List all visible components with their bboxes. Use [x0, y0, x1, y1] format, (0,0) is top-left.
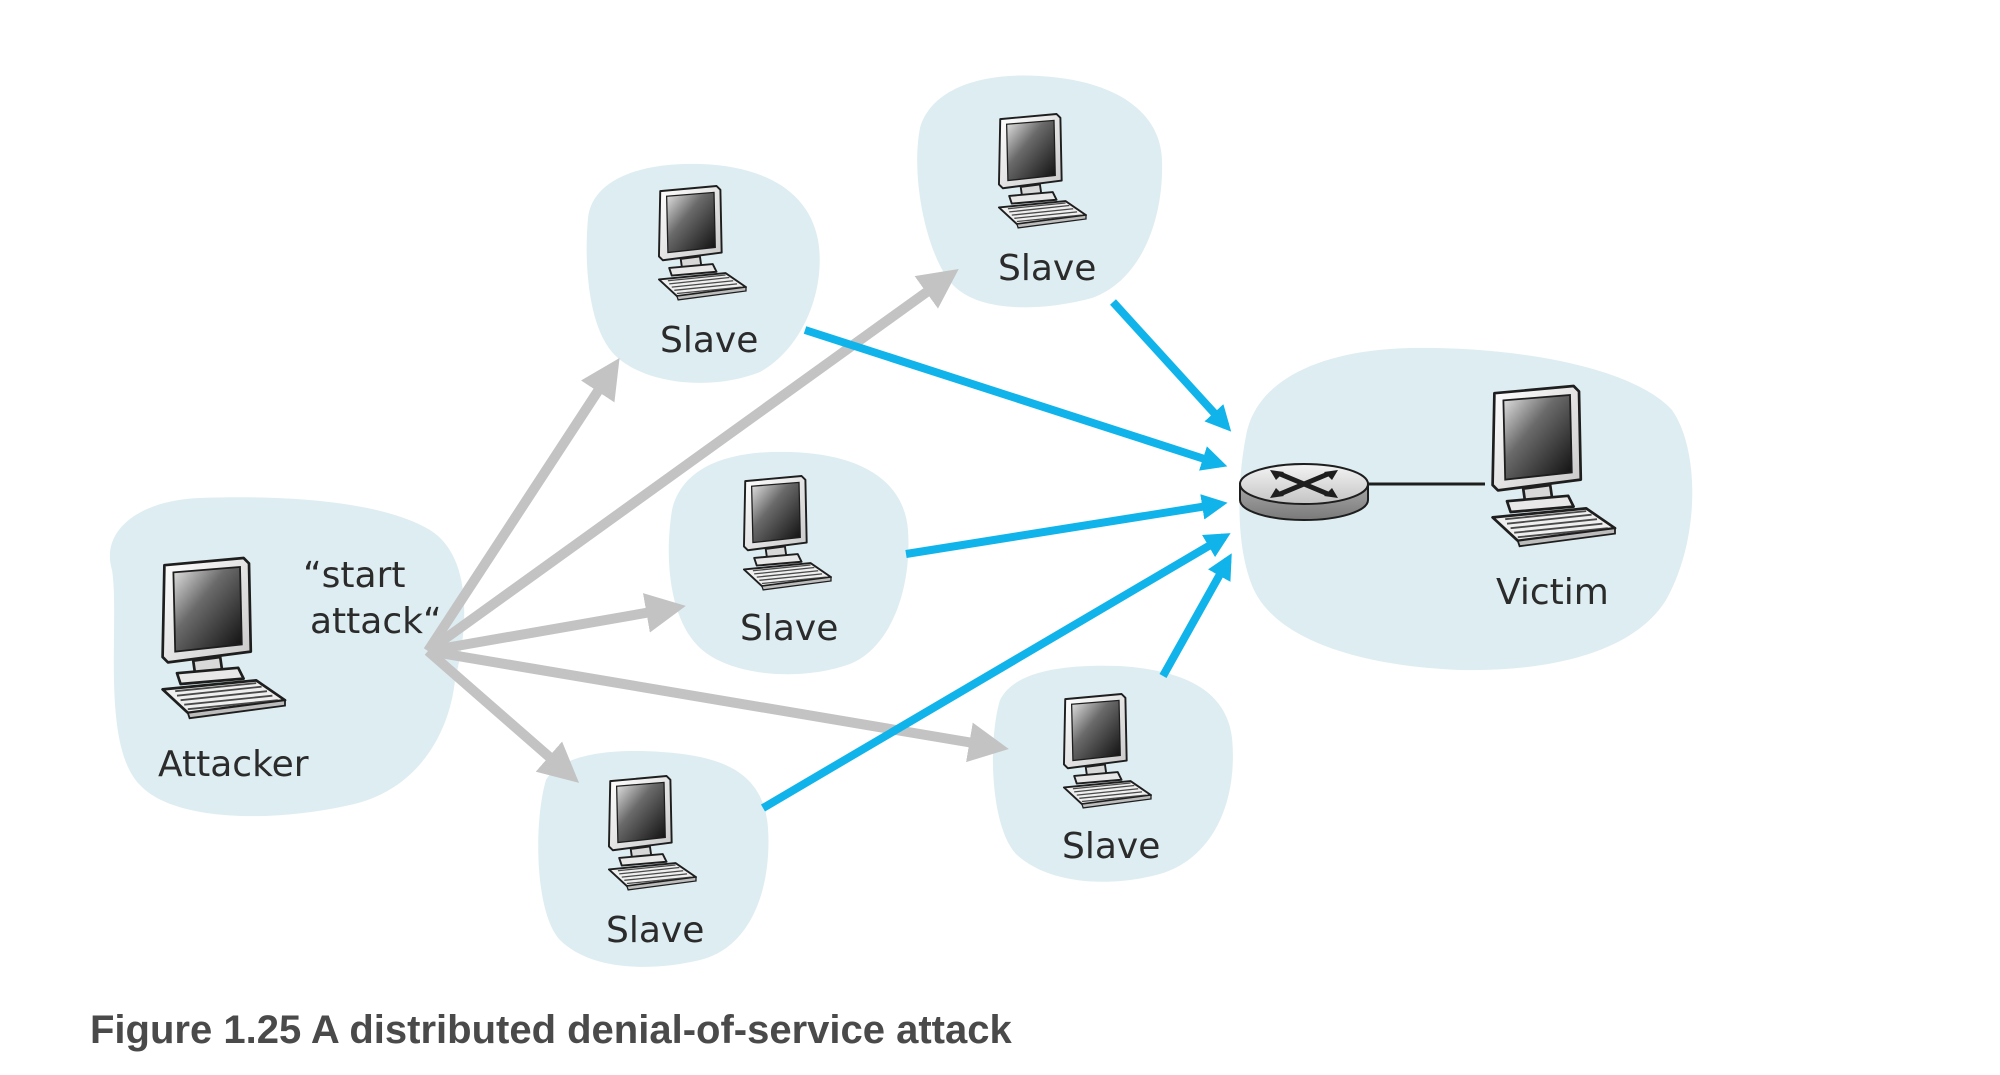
attack-arrow-slave-2	[1110, 299, 1232, 432]
network-clouds	[109, 75, 1693, 967]
attack-arrow-slave-4	[1159, 553, 1232, 678]
command-arrows	[423, 268, 1009, 783]
attack-arrow-slave-5	[760, 533, 1231, 812]
slave-label-4: Slave	[1062, 826, 1160, 867]
attacker-label: Attacker	[158, 744, 309, 785]
command-arrow-slave-4	[427, 646, 1009, 763]
command-label-line-2: attack“	[310, 601, 442, 642]
slave-label-2: Slave	[998, 248, 1096, 289]
figure-caption: Figure 1.25 A distributed denial-of-serv…	[90, 1008, 1012, 1052]
slave-label-3: Slave	[740, 608, 838, 649]
slave-label-5: Slave	[606, 910, 704, 951]
attack-arrow-slave-3	[905, 494, 1228, 558]
attack-arrows	[760, 299, 1232, 812]
command-arrow-slave-3	[427, 593, 686, 656]
command-arrow-slave-1	[423, 357, 620, 654]
slave-label-1: Slave	[660, 320, 758, 361]
attack-arrow-slave-1	[803, 326, 1228, 471]
victim-label: Victim	[1496, 572, 1609, 613]
router-icon	[1239, 463, 1369, 521]
command-arrow-slave-5	[424, 647, 580, 783]
command-label-line-1: “start	[303, 555, 406, 596]
command-arrow-slave-2	[425, 268, 959, 656]
